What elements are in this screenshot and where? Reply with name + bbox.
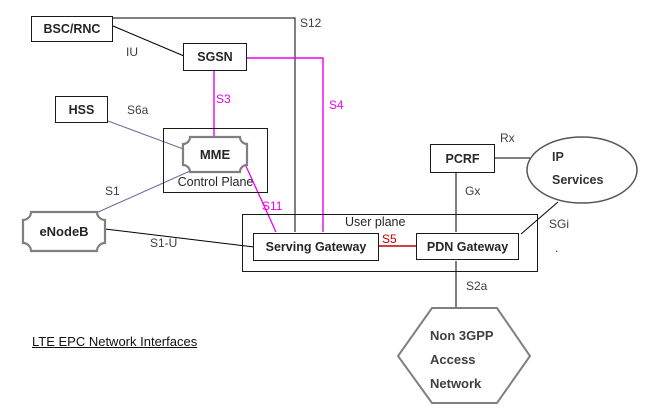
rx-label: Rx [500, 131, 515, 145]
s4-connector [247, 57, 324, 232]
sgi-label: SGi [549, 217, 570, 231]
sgi-connector [520, 201, 559, 235]
control-plane-container [163, 128, 268, 193]
node-hss: HSS [55, 96, 108, 123]
diagram-title: LTE EPC Network Interfaces [32, 334, 198, 349]
iu-label: IU [126, 45, 138, 59]
s11-label: S11 [262, 199, 283, 213]
node-non-3gpp-label: Non 3GPP Access Network [430, 324, 494, 396]
s5-label: S5 [382, 232, 397, 246]
s6a-label: S6a [127, 103, 149, 117]
node-pcrf: PCRF [430, 144, 495, 173]
node-sgsn: SGSN [183, 43, 247, 71]
s12-label: S12 [300, 16, 322, 30]
non-3gpp-line1: Non 3GPP [430, 328, 494, 343]
node-bsc-rnc: BSC/RNC [31, 16, 113, 42]
node-ip-services-label: IP Services [552, 146, 603, 192]
s12-connector [113, 17, 296, 232]
s1u-connector [104, 228, 255, 248]
s6a-connector [107, 120, 187, 151]
s11-connector [244, 163, 277, 233]
ip-services-line1: IP [552, 150, 564, 164]
gx-label: Gx [465, 184, 481, 198]
ip-services-ellipse [526, 136, 638, 204]
stray-dot-label: . [555, 241, 559, 255]
non-3gpp-line2: Access [430, 352, 476, 367]
non-3gpp-hexagon [396, 307, 532, 404]
s1u-label: S1-U [150, 236, 178, 250]
ip-services-line2: Services [552, 173, 604, 187]
node-enodeb-label: eNodeB [39, 224, 89, 239]
non-3gpp-line3: Network [430, 376, 482, 391]
iu-connector [112, 25, 185, 57]
node-mme-label: MME [199, 147, 231, 162]
user-plane-label: User plane [345, 215, 406, 229]
s2a-label: S2a [466, 279, 488, 293]
mme-plaque [181, 135, 249, 174]
node-serving-gateway: Serving Gateway [253, 233, 379, 261]
node-pdn-gateway: PDN Gateway [416, 233, 519, 260]
s1-connector [95, 170, 191, 214]
user-plane-container [242, 214, 538, 272]
control-plane-label: Control Plane [177, 175, 254, 189]
enodeb-plaque [21, 210, 107, 253]
s1-label: S1 [105, 184, 120, 198]
s3-label: S3 [216, 92, 231, 106]
s4-label: S4 [329, 98, 344, 112]
